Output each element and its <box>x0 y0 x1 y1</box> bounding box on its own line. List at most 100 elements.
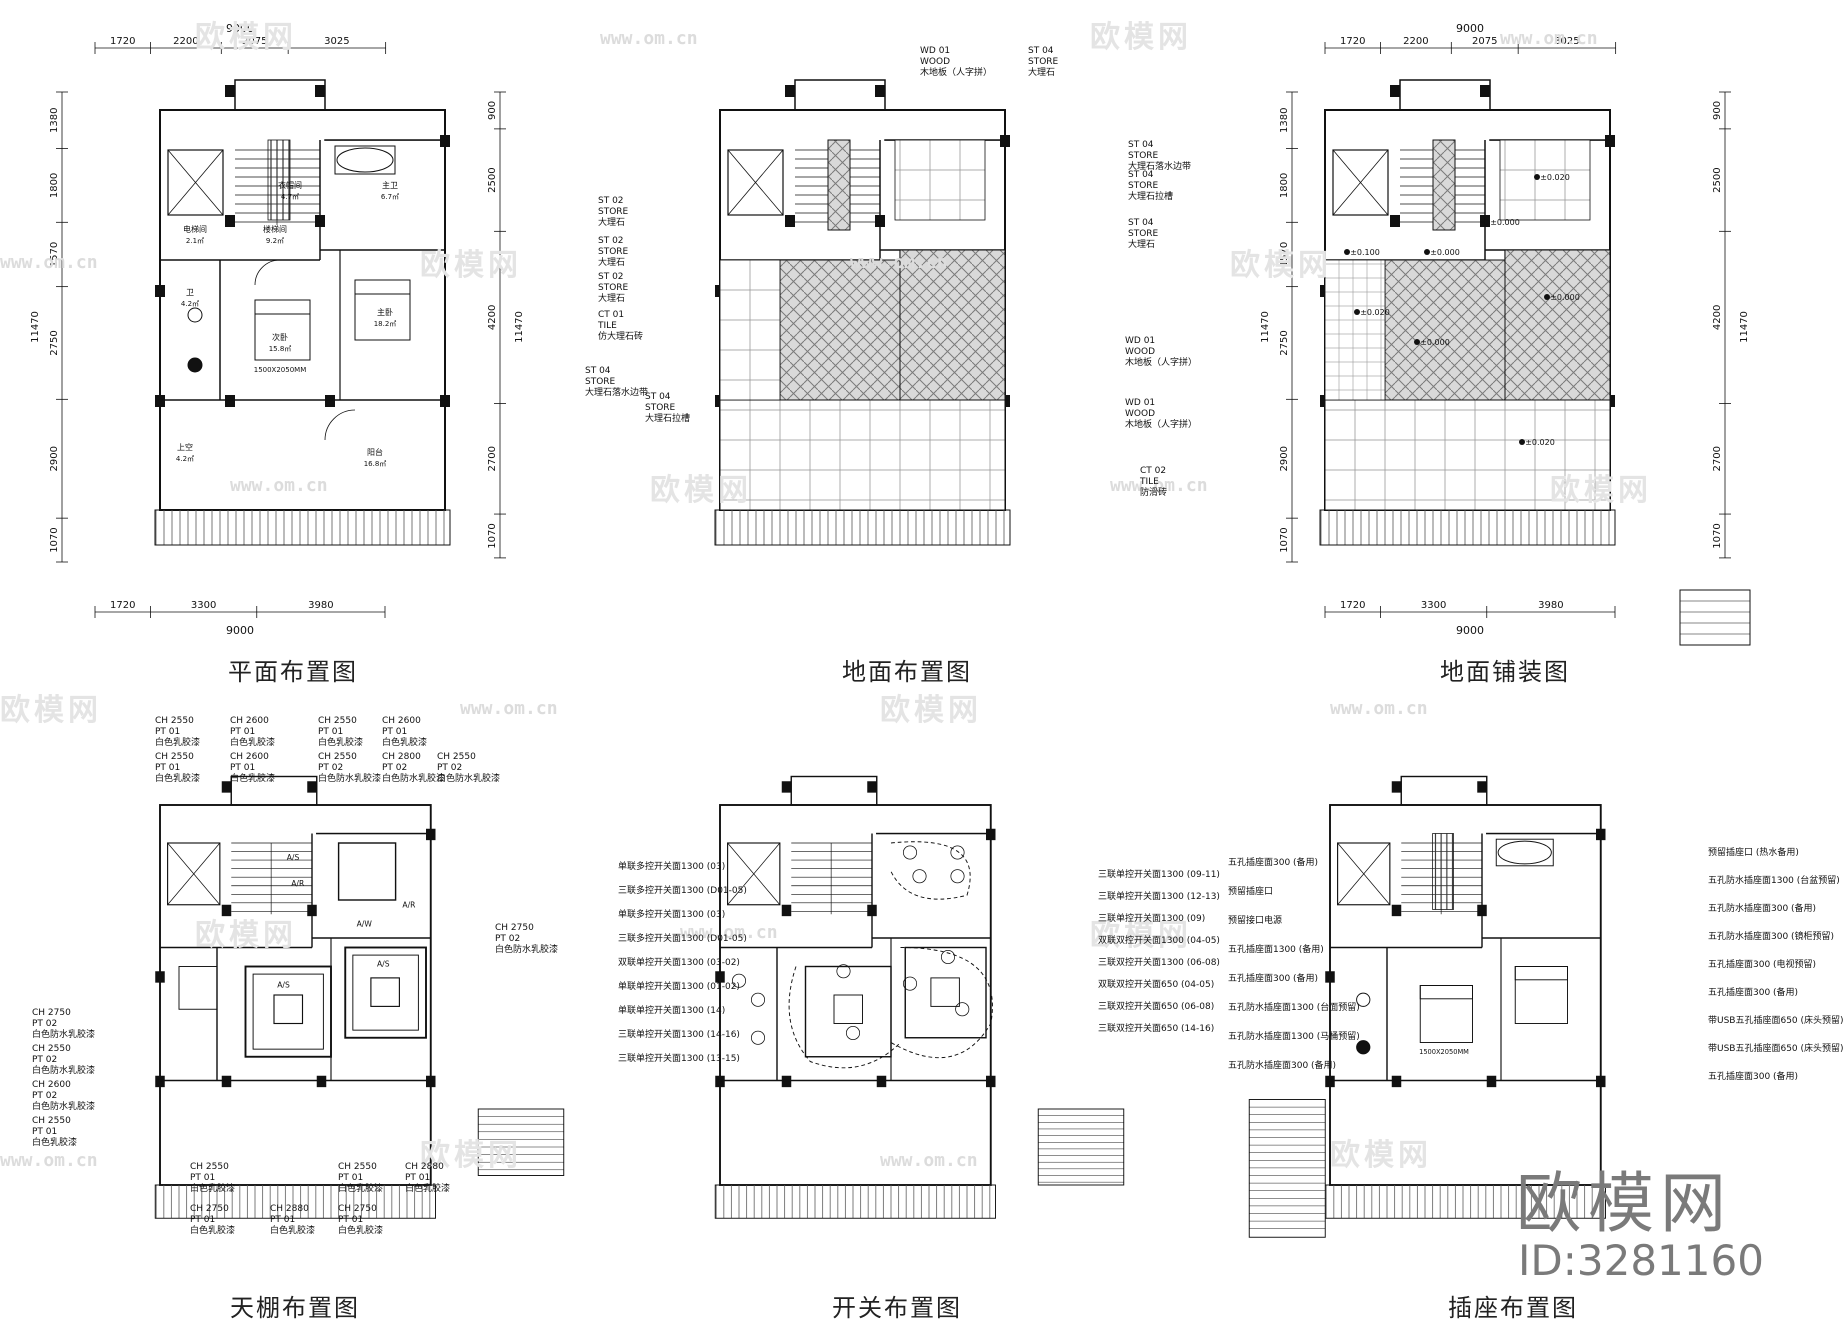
dim-right-total: 11470 <box>1739 311 1750 343</box>
wall-column <box>225 85 235 97</box>
room-name-master_bath: 主卫 <box>382 180 398 190</box>
wall-column <box>1390 85 1400 97</box>
door-swing <box>255 260 280 285</box>
dim-left-value: 1070 <box>49 527 60 552</box>
model-id: ID:3281160 <box>1518 1236 1764 1285</box>
bathtub-frame <box>335 146 395 174</box>
wall-column <box>1392 781 1402 792</box>
socket-note: 五孔防水插座面300 (备用) <box>1708 904 1816 915</box>
switch-note: 三联双控开关面1300 (06-08) <box>1098 958 1220 969</box>
wall-column <box>986 829 996 840</box>
wall-column <box>1392 1076 1402 1087</box>
dim-bottom-value: 3980 <box>308 600 333 611</box>
wall-column <box>1605 135 1615 147</box>
light-fixture <box>751 993 764 1006</box>
room-name-cloakroom: 衣帽间 <box>278 180 302 190</box>
socket-note: 预留接口电源 <box>1228 916 1282 927</box>
level-label: ±0.000 <box>1420 338 1450 347</box>
stair-head-wall <box>791 777 877 806</box>
bath-tile <box>1325 260 1385 400</box>
switch-note: 三联多控开关面1300 (D01-05) <box>618 886 747 897</box>
level-marker <box>1354 309 1360 315</box>
wall-column <box>225 215 235 227</box>
wall-column <box>440 395 450 407</box>
switch-note: 单联多控开关面1300 (03) <box>618 910 725 921</box>
dim-bottom-total: 9000 <box>226 624 254 637</box>
dim-right-value: 4200 <box>487 305 498 330</box>
switch-note: 三联单控开关面1300 (13-15) <box>618 1054 740 1065</box>
watermark-url: www.om.cn <box>0 1150 98 1171</box>
level-label: ±0.000 <box>1550 293 1580 302</box>
socket-note: 五孔防水插座面1300 (台盆预留) <box>1708 876 1840 887</box>
wall-column <box>1325 971 1335 982</box>
dim-left-value: 2900 <box>49 446 60 471</box>
wardrobe <box>1433 834 1454 910</box>
toilet <box>188 308 202 322</box>
socket-note: 五孔插座面300 (备用) <box>1228 974 1318 985</box>
watermark-url: www.om.cn <box>0 252 98 273</box>
wall-column <box>1596 829 1606 840</box>
socket-note: 预留插座口 <box>1228 887 1273 898</box>
dim-bottom-total: 9000 <box>1456 624 1484 637</box>
level-label: ±0.000 <box>1490 218 1520 227</box>
room-area-elevator: 2.1㎡ <box>186 237 204 245</box>
socket-note: 五孔插座面300 (备用) <box>1708 988 1798 999</box>
dim-top-value: 3025 <box>324 36 349 47</box>
wall-column <box>315 85 325 97</box>
watermark: 欧模网 <box>1550 465 1652 509</box>
bed-pillow <box>355 280 410 294</box>
dim-bottom-value: 3300 <box>1421 600 1446 611</box>
bath-ceiling <box>179 967 217 1010</box>
dim-right-value: 900 <box>1712 101 1723 120</box>
herringbone-floor <box>1505 250 1610 400</box>
room-area-master_bath: 6.7㎡ <box>381 193 399 201</box>
level-label: ±0.000 <box>1430 248 1460 257</box>
bed <box>1420 986 1472 1043</box>
watermark: 欧模网 <box>1330 1130 1432 1174</box>
stair-head-wall <box>1401 777 1487 806</box>
level-marker <box>1484 219 1490 225</box>
dim-left-value: 1380 <box>49 108 60 133</box>
dim-left-value: 2750 <box>49 330 60 355</box>
plan-floor <box>715 80 1010 545</box>
wall-column <box>1487 1076 1497 1087</box>
watermark: 欧模网 <box>195 910 297 954</box>
wall-column <box>1480 85 1490 97</box>
socket-note: 五孔插座面1300 (备用) <box>1228 945 1324 956</box>
master-bath-ceiling <box>339 843 396 900</box>
socket-note: 五孔插座面300 (备用) <box>1708 1072 1798 1083</box>
stair-head-wall <box>795 80 885 110</box>
light-fixture <box>951 846 964 859</box>
dim-top-value: 2200 <box>1403 36 1428 47</box>
bed-pillow <box>255 300 310 314</box>
socket-note: 五孔防水插座面1300 (台面预留) <box>1228 1003 1360 1014</box>
room-name-elevator: 电梯间 <box>183 224 207 234</box>
bathtub <box>337 148 393 172</box>
ac-return-label: A/R <box>402 901 416 910</box>
stair-head-wall <box>1400 80 1490 110</box>
room-area-guest_bath: 4.2㎡ <box>181 300 199 308</box>
brand-logo: 欧模网 <box>1516 1150 1732 1246</box>
wall-column <box>986 1076 996 1087</box>
wall-column <box>155 395 165 407</box>
ac-w-label: A/W <box>357 920 373 929</box>
bed <box>1515 967 1567 1024</box>
level-marker <box>1424 249 1430 255</box>
wall-column <box>1596 1076 1606 1087</box>
ac-supply-label: A/S <box>287 853 300 862</box>
socket-legend <box>1249 1100 1325 1238</box>
wall-column <box>1392 905 1402 916</box>
socket-note: 五孔插座面300 (电视预留) <box>1708 960 1816 971</box>
shower-drain <box>188 358 202 372</box>
